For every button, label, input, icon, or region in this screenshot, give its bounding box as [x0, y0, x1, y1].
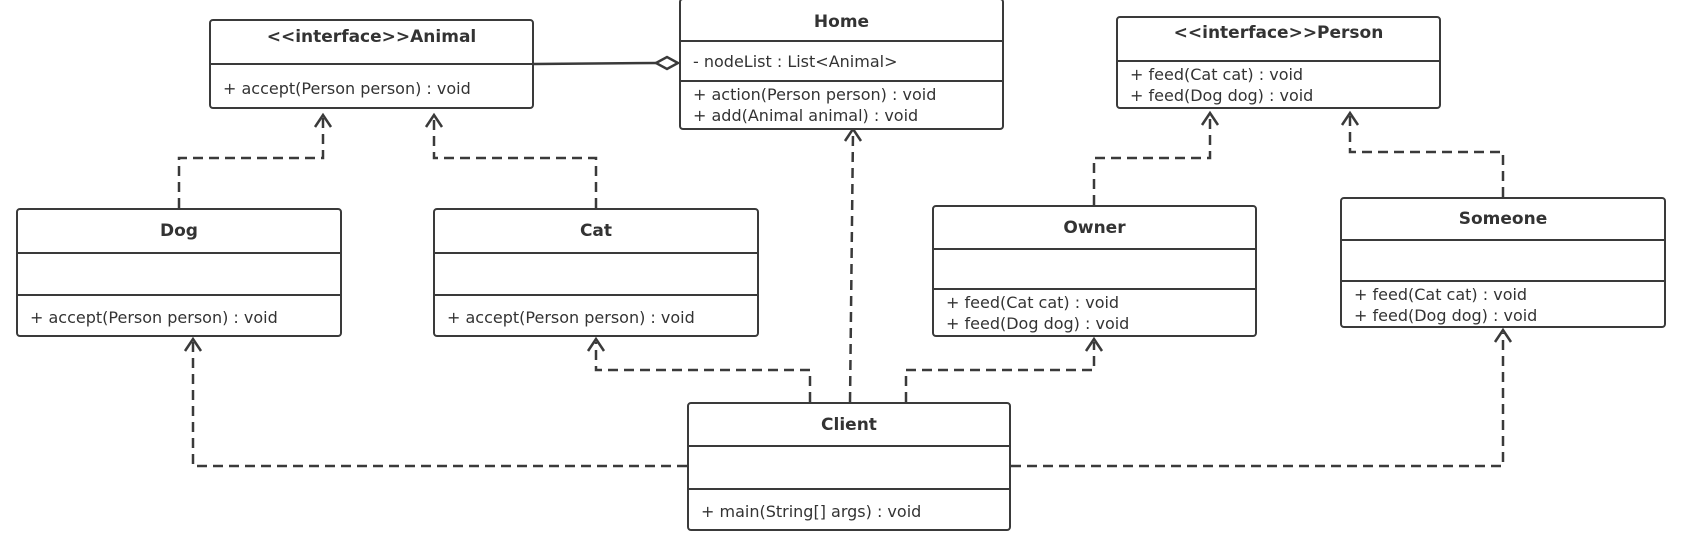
- operation-item: + accept(Person person) : void: [447, 308, 695, 327]
- attributes-section-dog: [18, 254, 340, 296]
- operation-item: + feed(Dog dog) : void: [946, 314, 1130, 333]
- attributes-section-cat: [435, 254, 757, 296]
- operation-item: + add(Animal animal) : void: [693, 106, 919, 125]
- operation-item: + accept(Person person) : void: [30, 308, 278, 327]
- attributes-section-client: [689, 447, 1009, 490]
- operation-item: + feed(Cat cat) : void: [1130, 65, 1304, 84]
- attributes-section-owner: [934, 250, 1255, 290]
- attributes-section-home: - nodeList : List<Animal>: [681, 42, 1002, 82]
- class-box-dog[interactable]: Dog + accept(Person person) : void: [16, 208, 342, 337]
- operation-item: + feed(Cat cat) : void: [1354, 285, 1528, 304]
- class-name-client: Client: [689, 404, 1009, 447]
- operation-item: + feed(Cat cat) : void: [946, 293, 1120, 312]
- class-box-cat[interactable]: Cat + accept(Person person) : void: [433, 208, 759, 337]
- operations-section-dog: + accept(Person person) : void: [18, 296, 340, 335]
- relation-dependency-client-cat: [594, 342, 812, 402]
- relation-aggregation-home-animal: [533, 55, 681, 71]
- realization-arrowhead-animal-right: [424, 112, 444, 128]
- relation-realization-someone-person: [1348, 116, 1505, 197]
- relation-realization-cat-animal: [432, 118, 598, 208]
- operation-item: + feed(Dog dog) : void: [1130, 86, 1314, 105]
- class-box-owner[interactable]: Owner + feed(Cat cat) : void + feed(Dog …: [932, 205, 1257, 337]
- dependency-arrowhead-someone: [1493, 327, 1513, 343]
- operation-item: + action(Person person) : void: [693, 85, 937, 104]
- operation-item: + feed(Dog dog) : void: [1354, 306, 1538, 325]
- attributes-section-someone: [1342, 241, 1664, 282]
- dependency-arrowhead-owner: [1084, 336, 1104, 352]
- class-name-person: <<interface>>Person: [1118, 18, 1439, 62]
- class-box-someone[interactable]: Someone + feed(Cat cat) : void + feed(Do…: [1340, 197, 1666, 328]
- relation-dependency-client-someone: [1011, 333, 1505, 468]
- class-box-person[interactable]: <<interface>>Person + feed(Cat cat) : vo…: [1116, 16, 1441, 109]
- realization-arrowhead-person-right: [1340, 110, 1360, 126]
- attribute-item: - nodeList : List<Animal>: [693, 51, 898, 71]
- operations-section-client: + main(String[] args) : void: [689, 490, 1009, 529]
- class-name-animal: <<interface>>Animal: [211, 21, 532, 65]
- relation-realization-owner-person: [1092, 116, 1212, 205]
- operations-section-home: + action(Person person) : void + add(Ani…: [681, 82, 1002, 128]
- relation-dependency-client-home: [848, 131, 855, 403]
- relation-dependency-client-owner: [904, 342, 1096, 402]
- operations-section-animal: + accept(Person person) : void: [211, 65, 532, 107]
- operations-section-cat: + accept(Person person) : void: [435, 296, 757, 335]
- class-box-client[interactable]: Client + main(String[] args) : void: [687, 402, 1011, 531]
- realization-arrowhead-person-left: [1200, 110, 1220, 126]
- operations-section-person: + feed(Cat cat) : void + feed(Dog dog) :…: [1118, 62, 1439, 107]
- class-name-home: Home: [681, 0, 1002, 42]
- operation-item: + accept(Person person) : void: [223, 78, 471, 98]
- relation-dependency-client-dog: [191, 342, 687, 468]
- operations-section-someone: + feed(Cat cat) : void + feed(Dog dog) :…: [1342, 282, 1664, 326]
- dependency-arrowhead-dog: [183, 336, 203, 352]
- operations-section-owner: + feed(Cat cat) : void + feed(Dog dog) :…: [934, 290, 1255, 335]
- class-name-cat: Cat: [435, 210, 757, 254]
- class-box-home[interactable]: Home - nodeList : List<Animal> + action(…: [679, 0, 1004, 130]
- realization-arrowhead-animal-left: [313, 112, 333, 128]
- relation-realization-dog-animal: [177, 118, 325, 208]
- operation-item: + main(String[] args) : void: [701, 502, 922, 521]
- class-name-owner: Owner: [934, 207, 1255, 250]
- class-name-someone: Someone: [1342, 199, 1664, 242]
- class-name-dog: Dog: [18, 210, 340, 254]
- dependency-arrowhead-cat: [586, 336, 606, 352]
- class-box-animal[interactable]: <<interface>>Animal + accept(Person pers…: [209, 19, 534, 109]
